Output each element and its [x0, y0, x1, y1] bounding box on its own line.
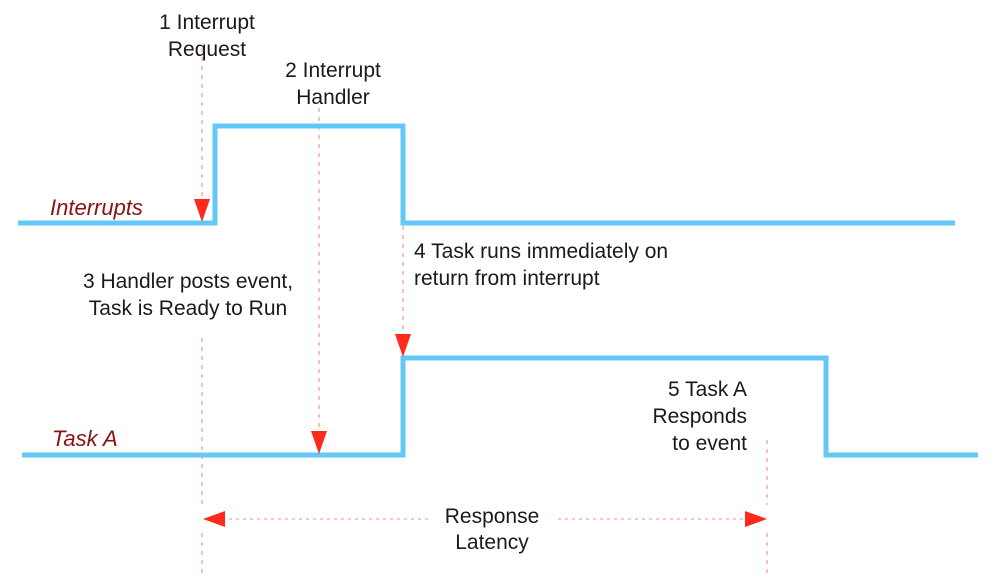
signal-label-task-a: Task A — [52, 426, 118, 451]
note-4-line-1: 4 Task runs immediately on — [414, 240, 668, 263]
waveforms-group — [18, 123, 978, 458]
note-4-line-2: return from interrupt — [414, 267, 600, 290]
note-1-interrupt-request: 1 Interrupt Request — [159, 11, 255, 61]
latency-arrow-right-icon — [745, 511, 767, 527]
note-2-interrupt-handler: 2 Interrupt Handler — [285, 59, 381, 109]
note-4-task-runs-immediately: 4 Task runs immediately on return from i… — [414, 240, 668, 290]
note-2-line-2: Handler — [296, 86, 370, 109]
response-latency-label: Response Latency — [445, 505, 540, 554]
response-latency-line-2: Latency — [455, 531, 529, 554]
note-3-line-1: 3 Handler posts event, — [83, 270, 293, 293]
note-5-line-2: Responds — [652, 405, 747, 428]
response-latency-line-1: Response — [445, 505, 540, 528]
response-latency-span — [203, 511, 767, 527]
event-marker-4-task-runs-icon — [395, 334, 411, 357]
note-1-line-2: Request — [168, 38, 246, 61]
guide-lines-group — [201, 48, 768, 577]
waveform-task-a — [22, 355, 978, 458]
note-3-line-2: Task is Ready to Run — [89, 297, 287, 320]
note-5-task-a-responds: 5 Task A Responds to event — [652, 378, 747, 455]
event-marker-1-interrupt-request-icon — [194, 199, 210, 222]
note-5-line-1: 5 Task A — [668, 378, 747, 401]
event-markers-group — [194, 199, 411, 454]
note-3-handler-posts-event: 3 Handler posts event, Task is Ready to … — [83, 270, 293, 320]
note-1-line-1: 1 Interrupt — [159, 11, 255, 34]
note-5-line-3: to event — [672, 432, 747, 455]
latency-arrow-left-icon — [203, 511, 225, 527]
signal-label-interrupts: Interrupts — [50, 195, 143, 220]
event-marker-3-task-ready-icon — [311, 431, 327, 454]
waveform-interrupts — [18, 123, 955, 226]
note-2-line-1: 2 Interrupt — [285, 59, 381, 82]
